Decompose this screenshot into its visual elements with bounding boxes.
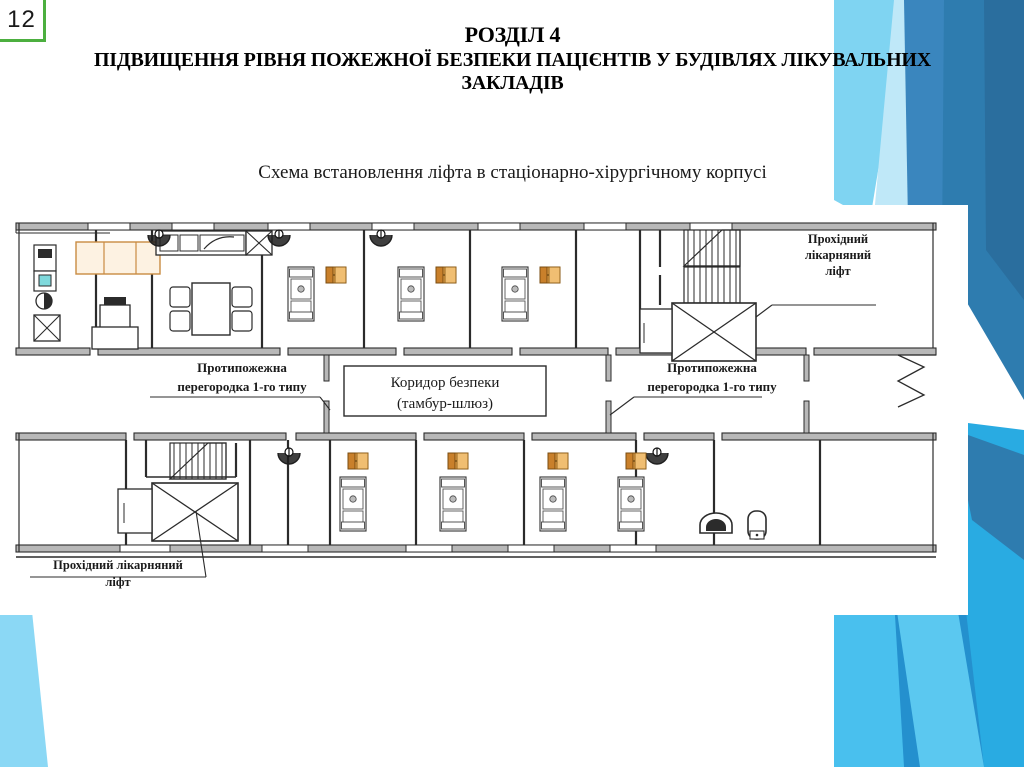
label-partition-right-line1: Протипожежна: [667, 360, 757, 375]
page-title: РОЗДІЛ 4: [464, 22, 561, 47]
stairwell-upper-right: [658, 229, 741, 305]
label-safety-corridor-line2: (тамбур-шлюз): [397, 396, 493, 412]
elevator-lower-left: [117, 482, 239, 542]
stairwell-lower-left: [144, 440, 238, 480]
label-partition-right-line2: перегородка 1-го типу: [647, 379, 777, 394]
page-subtitle-heading: ПІДВИЩЕННЯ РІВНЯ ПОЖЕЖНОЇ БЕЗПЕКИ ПАЦІЄН…: [93, 49, 932, 94]
elevator-upper-right: [639, 302, 757, 362]
dining-table-upper: [169, 282, 253, 336]
windows-bottom: [119, 544, 657, 553]
diagram-caption: Схема встановлення ліфта в стаціонарно-х…: [258, 162, 767, 183]
slide-number-badge: 12: [0, 0, 46, 42]
windows-top: [87, 222, 733, 231]
safety-corridor-box: [343, 365, 547, 417]
exterior-wall-vertical: [18, 223, 934, 552]
floor-plan-panel: Прохідний лікарняний ліфт Протипожежна п…: [0, 205, 968, 615]
label-lift-top-right-line2: лікарняний: [805, 248, 871, 262]
floor-plan-diagram: Прохідний лікарняний ліфт Протипожежна п…: [0, 205, 968, 615]
label-partition-left-line2: перегородка 1-го типу: [177, 379, 307, 394]
label-partition-left-line1: Протипожежна: [197, 360, 287, 375]
nurse-station-upper: [155, 230, 273, 256]
label-lift-top-right-line1: Прохідний: [808, 232, 868, 246]
exterior-wall-top: [15, 222, 937, 231]
corridor-wall-upper: [15, 347, 937, 356]
sanitary-fixtures-lower-right: [699, 510, 767, 540]
label-lift-top-right-line3: ліфт: [825, 264, 850, 278]
corridor-wall-lower: [15, 432, 937, 441]
title-block: РОЗДІЛ 4 ПІДВИЩЕННЯ РІВНЯ ПОЖЕЖНОЇ БЕЗПЕ…: [60, 22, 965, 95]
exterior-wall-bottom: [15, 544, 937, 558]
bench-upper-left: [75, 241, 161, 275]
label-safety-corridor-line1: Коридор безпеки: [391, 375, 500, 391]
label-lift-bottom-left-line2: ліфт: [105, 575, 130, 589]
furniture-upper-left: [91, 297, 139, 350]
corridor-partition-ticks: [323, 354, 810, 434]
service-room-upper-left: [33, 244, 61, 342]
label-lift-bottom-left-line1: Прохідний лікарняний: [53, 558, 183, 572]
slide-number-text: 12: [7, 5, 36, 33]
